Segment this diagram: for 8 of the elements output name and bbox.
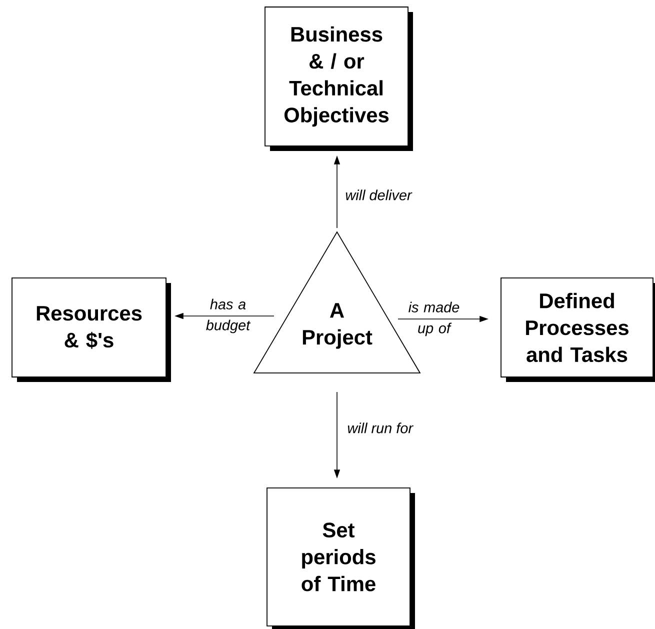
box: Resources & $'s: [12, 278, 171, 382]
edge-label: will deliver: [346, 190, 412, 200]
box: Business & / or Technical Objectives: [264, 6, 413, 151]
edge-label: will run for: [348, 422, 414, 434]
edge-label: has a budget: [206, 298, 251, 334]
edge-label: is made up of: [408, 302, 460, 336]
box: Set periods of Time: [266, 488, 415, 629]
box: Defined Processes and Tasks: [500, 278, 655, 382]
